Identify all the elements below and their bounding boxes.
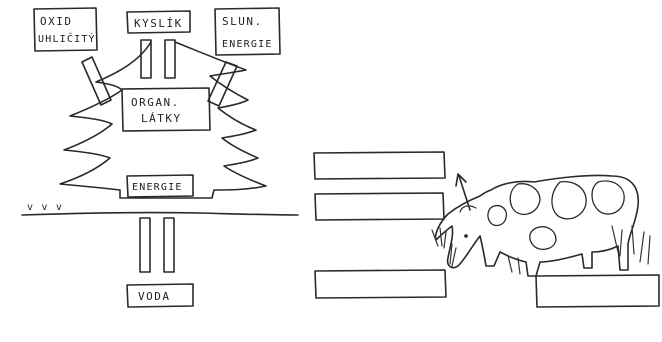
blank-box-2 xyxy=(315,193,444,220)
cow-eye-icon xyxy=(464,234,468,238)
oxygen-arrow-band-right xyxy=(165,40,175,78)
energy-label: ENERGIE xyxy=(132,182,183,193)
co2-box: OXID UHLIČITÝ xyxy=(34,8,97,51)
grass-marks: v v v xyxy=(27,202,63,213)
co2-label-line1: OXID xyxy=(40,15,73,28)
blank-box-4 xyxy=(536,275,659,307)
ground-line xyxy=(22,213,298,215)
cow-diagram xyxy=(314,152,659,307)
oxygen-box: KYSLÍK xyxy=(127,11,190,33)
cow-spot-1 xyxy=(510,184,540,215)
cow-spot-4 xyxy=(530,227,556,250)
photosynthesis-diagram: OXID UHLIČITÝ KYSLÍK SLUN. ENERGIE ORGAN… xyxy=(22,8,298,307)
solar-energy-box: SLUN. ENERGIE xyxy=(215,8,280,55)
co2-label-line2: UHLIČITÝ xyxy=(38,32,96,45)
solar-label-line1: SLUN. xyxy=(222,15,263,28)
oxygen-label: KYSLÍK xyxy=(134,17,183,30)
cow-spot-5 xyxy=(488,206,506,226)
organic-matter-box: ORGAN. LÁTKY xyxy=(122,88,210,131)
organic-label-line1: ORGAN. xyxy=(131,96,180,109)
blank-box-3 xyxy=(315,270,446,298)
water-box: VODA xyxy=(127,284,193,307)
water-label: VODA xyxy=(138,290,171,303)
energy-box: ENERGIE xyxy=(127,175,193,197)
blank-box-1 xyxy=(314,152,445,179)
cow-ear xyxy=(460,206,476,212)
solar-label-line2: ENERGIE xyxy=(222,39,273,50)
root-band-left xyxy=(140,218,150,272)
cow-spot-3 xyxy=(592,181,624,214)
root-band-right xyxy=(164,218,174,272)
cow-spot-2 xyxy=(552,182,586,219)
solar-arrow-band xyxy=(208,62,237,106)
organic-label-line2: LÁTKY xyxy=(141,112,182,125)
